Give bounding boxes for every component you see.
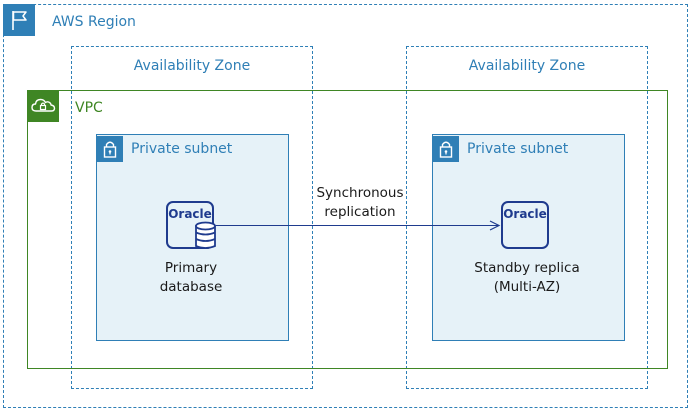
primary-database-caption: Primary database (111, 259, 271, 297)
lock-icon (433, 136, 459, 162)
caption-line: database (159, 279, 223, 295)
standby-replica-caption: Standby replica (Multi-AZ) (447, 259, 607, 297)
vpc-label: VPC (75, 100, 103, 116)
replication-arrow (200, 218, 510, 234)
flag-icon (3, 4, 35, 36)
availability-zone-label: Availability Zone (468, 58, 586, 74)
replication-label-line: Synchronous (316, 185, 404, 201)
replication-label-line: replication (324, 204, 396, 220)
oracle-database-icon: Oracle (166, 201, 216, 251)
private-subnet-right (432, 134, 625, 341)
caption-line: Primary (164, 260, 218, 276)
region-label: AWS Region (52, 14, 136, 30)
availability-zone-left (71, 46, 313, 389)
caption-line: (Multi-AZ) (493, 279, 561, 295)
aws-region-container (3, 4, 688, 408)
private-subnet-left (96, 134, 289, 341)
vpc-container (27, 90, 668, 369)
availability-zone-label: Availability Zone (133, 58, 251, 74)
private-subnet-label: Private subnet (467, 141, 569, 157)
oracle-icon: Oracle (501, 201, 551, 251)
oracle-logo-text: Oracle (503, 207, 547, 221)
availability-zone-right (406, 46, 648, 389)
lock-icon (97, 136, 123, 162)
cloud-lock-icon (27, 90, 59, 122)
oracle-logo-text: Oracle (168, 207, 212, 221)
replication-label: Synchronous replication (300, 184, 420, 222)
caption-line: Standby replica (474, 260, 580, 276)
private-subnet-label: Private subnet (131, 141, 233, 157)
